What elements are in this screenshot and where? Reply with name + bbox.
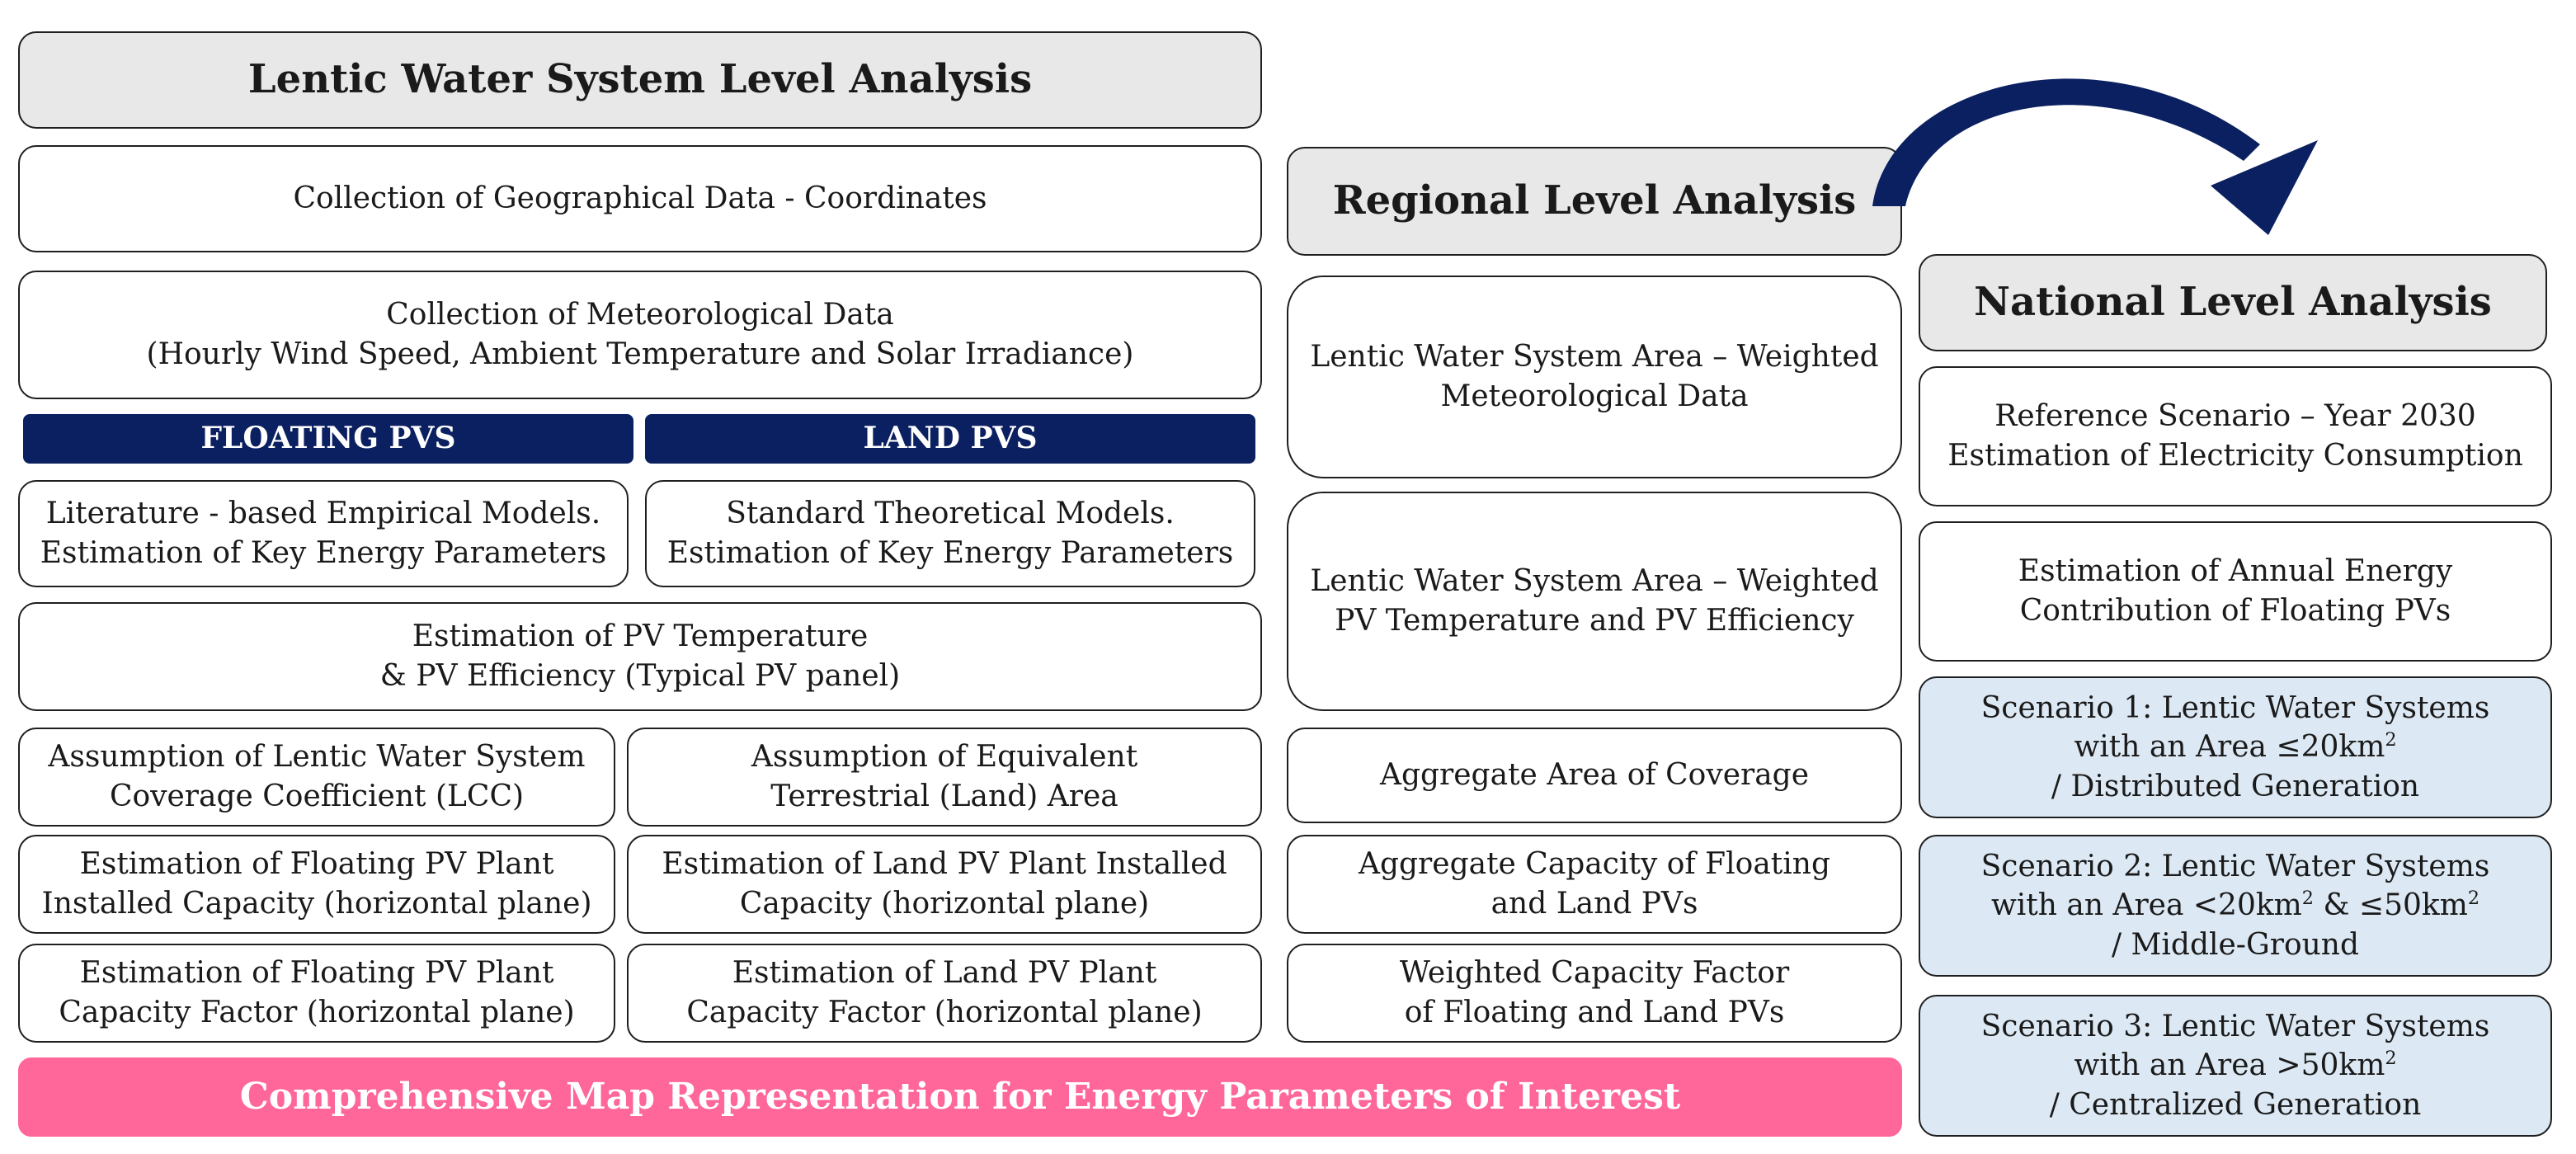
map-representation-banner: Comprehensive Map Representation for Ene… — [18, 1057, 1902, 1137]
scenario-2-area-line: with an Area <20km2 & ≤50km2 — [1990, 888, 2480, 923]
aggregate-capacity-box: Aggregate Capacity of Floating and Land … — [1287, 835, 1902, 934]
meteorological-data-box: Collection of Meteorological Data (Hourl… — [18, 271, 1262, 399]
weighted-pv-temperature-box: Lentic Water System Area – Weighted PV T… — [1287, 492, 1902, 711]
theoretical-models-box: Standard Theoretical Models. Estimation … — [645, 480, 1255, 587]
floating-capacity-box: Estimation of Floating PV Plant Installe… — [18, 835, 615, 934]
land-pvs-header: LAND PVS — [645, 414, 1255, 464]
weighted-meteorological-box: Lentic Water System Area – Weighted Mete… — [1287, 276, 1902, 478]
coverage-coefficient-box: Assumption of Lentic Water System Covera… — [18, 728, 615, 827]
scenario-3-box: Scenario 3: Lentic Water Systems with an… — [1919, 995, 2552, 1137]
lentic-level-title: Lentic Water System Level Analysis — [18, 31, 1262, 129]
national-level-title: National Level Analysis — [1919, 254, 2547, 351]
geographical-data-box: Collection of Geographical Data - Coordi… — [18, 145, 1262, 252]
floating-capacity-factor-box: Estimation of Floating PV Plant Capacity… — [18, 944, 615, 1043]
floating-pvs-header: FLOATING PVS — [23, 414, 633, 464]
scenario-2-box: Scenario 2: Lentic Water Systems with an… — [1919, 835, 2552, 977]
pv-temperature-box: Estimation of PV Temperature & PV Effici… — [18, 602, 1262, 711]
land-capacity-box: Estimation of Land PV Plant Installed Ca… — [627, 835, 1262, 934]
regional-level-title: Regional Level Analysis — [1287, 147, 1902, 256]
scenario-1-area-line: with an Area ≤20km2 — [2074, 729, 2397, 765]
reference-scenario-box: Reference Scenario – Year 2030 Estimatio… — [1919, 366, 2552, 506]
equivalent-land-area-box: Assumption of Equivalent Terrestrial (La… — [627, 728, 1262, 827]
scenario-3-area-line: with an Area >50km2 — [2074, 1048, 2397, 1083]
empirical-models-box: Literature - based Empirical Models. Est… — [18, 480, 629, 587]
aggregate-area-box: Aggregate Area of Coverage — [1287, 728, 1902, 823]
land-capacity-factor-box: Estimation of Land PV Plant Capacity Fac… — [627, 944, 1262, 1043]
annual-energy-box: Estimation of Annual Energy Contribution… — [1919, 521, 2552, 662]
weighted-capacity-factor-box: Weighted Capacity Factor of Floating and… — [1287, 944, 1902, 1043]
curved-arrow-icon — [1872, 78, 2318, 235]
scenario-1-box: Scenario 1: Lentic Water Systems with an… — [1919, 676, 2552, 818]
